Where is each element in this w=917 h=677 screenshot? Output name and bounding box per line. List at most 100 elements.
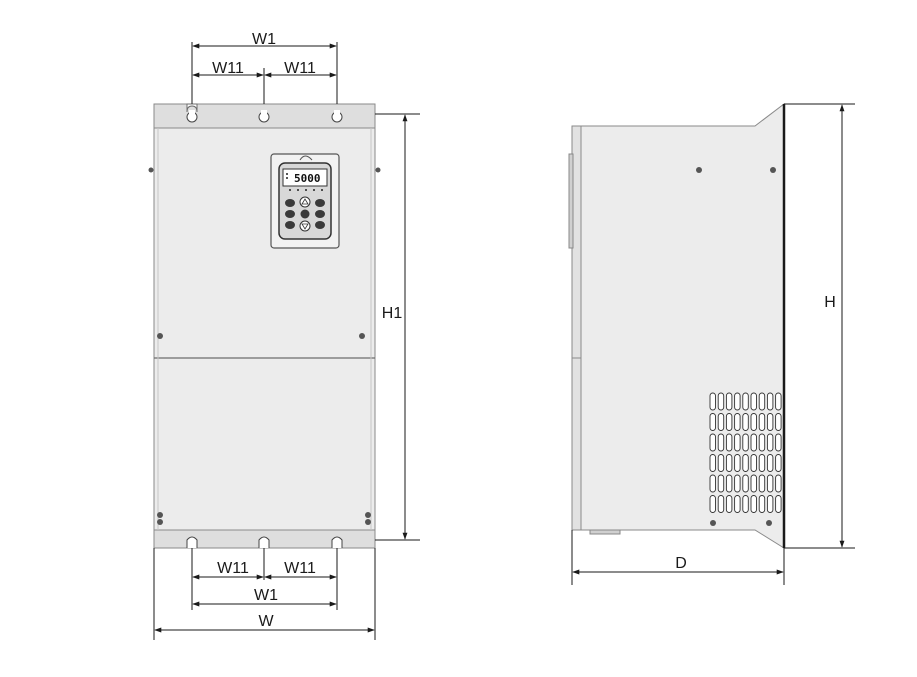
vent-slot [717, 392, 725, 411]
screw-icon [365, 512, 371, 518]
vent-slot [750, 474, 757, 493]
vent-slot [717, 433, 725, 452]
screw-icon [696, 167, 702, 173]
screw-icon [766, 520, 772, 526]
keypad-button-icon [315, 199, 325, 207]
vent-slot [734, 454, 741, 472]
keypad-display-value: 5000 [294, 172, 321, 185]
top-keyhole-slot-right [331, 110, 343, 123]
front-view: 5000 [148, 103, 381, 549]
vent-slot [717, 413, 725, 431]
screw-icon [710, 520, 716, 526]
vent-slot [742, 392, 749, 411]
front-dimensions [153, 42, 420, 640]
keypad-button-icon [315, 210, 325, 218]
dim-label-h: H [824, 294, 836, 311]
keypad-button-icon [285, 221, 295, 229]
vent-slot [750, 433, 757, 452]
screw-icon [359, 333, 365, 339]
vent-slot [717, 474, 725, 493]
screw-icon [365, 519, 371, 525]
dim-label-w1-bottom: W1 [254, 587, 278, 604]
dim-label-h1: H1 [382, 305, 403, 322]
top-keyhole-slot-center [258, 110, 270, 123]
vent-slot [758, 495, 766, 513]
bottom-slot-left [186, 536, 198, 548]
vent-slot [742, 413, 749, 431]
dim-label-w11-bottom-right: W11 [284, 560, 316, 577]
vent-slot [758, 433, 766, 452]
vent-slot [734, 495, 741, 513]
vent-slot [766, 433, 774, 452]
vent-slot [725, 454, 733, 472]
bottom-slot-right [331, 536, 343, 548]
side-dimensions [571, 103, 855, 585]
vent-slot [766, 392, 774, 411]
vent-slot [725, 433, 733, 452]
dim-label-w11-top-right: W11 [284, 60, 316, 77]
vent-slot [725, 495, 733, 513]
vent-slot [734, 474, 741, 493]
keypad-button-icon [315, 221, 325, 229]
vent-slot [742, 495, 749, 513]
vent-slot [709, 392, 716, 411]
keypad-down-button-icon [299, 220, 311, 232]
keypad-button-icon [285, 210, 295, 218]
vent-slot [758, 392, 766, 411]
keypad-display [282, 168, 328, 187]
vent-slot [775, 495, 782, 513]
side-keypad-protrusion [568, 153, 574, 249]
dim-label-w: W [258, 613, 274, 630]
vent-slot [766, 495, 774, 513]
screw-icon [157, 333, 163, 339]
vent-slot [750, 454, 757, 472]
vent-slot [709, 474, 716, 493]
keypad-panel: 5000 [270, 153, 340, 249]
vent-slot [758, 413, 766, 431]
side-view [568, 102, 786, 549]
dim-label-w1-top: W1 [252, 31, 276, 48]
vent-slot [717, 454, 725, 472]
vent-slot [742, 454, 749, 472]
front-enclosure [153, 103, 376, 549]
vent-slot [766, 413, 774, 431]
keypad-button-icon [285, 199, 295, 207]
vent-slot [725, 392, 733, 411]
vent-slot [725, 474, 733, 493]
vent-slot [725, 413, 733, 431]
vent-slot [758, 454, 766, 472]
vent-slot [775, 474, 782, 493]
vent-slot [758, 474, 766, 493]
vent-slot [775, 413, 782, 431]
vent-slot [709, 413, 716, 431]
screw-icon [148, 167, 154, 173]
vent-slot [709, 495, 716, 513]
vent-slot [734, 433, 741, 452]
screw-icon [157, 512, 163, 518]
vent-slot [742, 474, 749, 493]
vent-slot [742, 433, 749, 452]
vent-slot [734, 392, 741, 411]
vent-slot [750, 392, 757, 411]
vent-slot [775, 392, 782, 411]
vent-slot [750, 413, 757, 431]
dim-label-w11-bottom-left: W11 [217, 560, 249, 577]
vent-slot [709, 454, 716, 472]
top-keyhole-slot-left [186, 103, 198, 123]
vent-slot [766, 474, 774, 493]
screw-icon [157, 519, 163, 525]
screw-icon [770, 167, 776, 173]
dim-label-w11-top-left: W11 [212, 60, 244, 77]
screw-icon [375, 167, 381, 173]
side-front-cover [571, 125, 582, 531]
vent-slot [709, 433, 716, 452]
vent-slot [750, 495, 757, 513]
vent-slot [775, 454, 782, 472]
keypad-up-button-icon [299, 196, 311, 208]
vent-slot [717, 495, 725, 513]
dim-label-d: D [675, 555, 687, 572]
vent-slot [775, 433, 782, 452]
keypad-enter-button-icon [300, 209, 310, 219]
vent-slot [766, 454, 774, 472]
